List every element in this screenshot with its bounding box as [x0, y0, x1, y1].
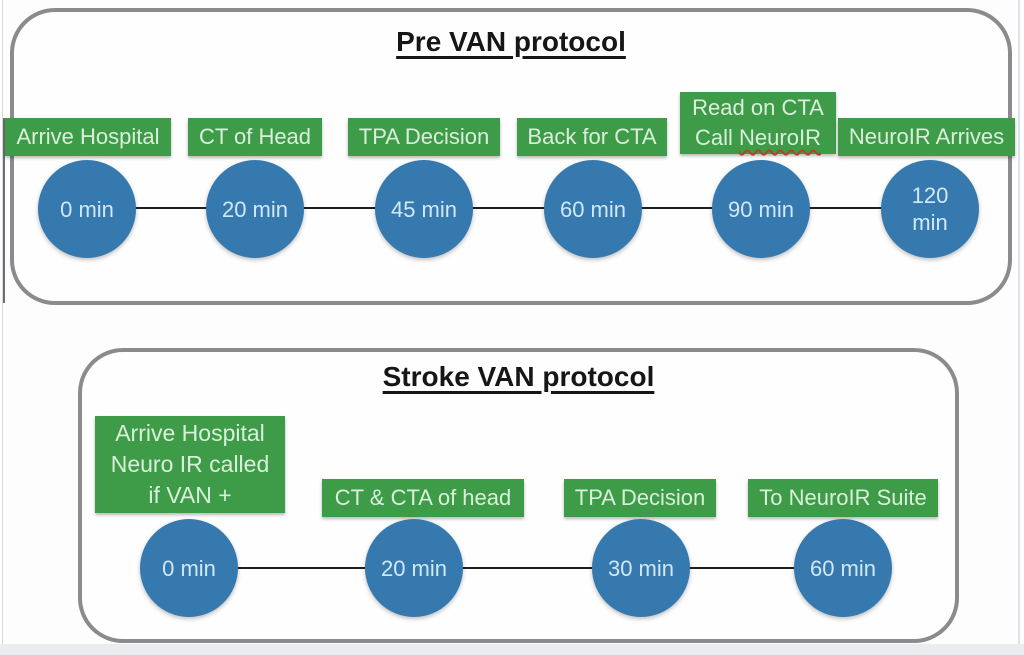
time-circle-0min: 0 min [38, 160, 136, 258]
label-line-3: if VAN + [148, 482, 232, 508]
label-line-1: Read on CTA [692, 95, 824, 120]
label-line-1: Arrive Hospital [115, 420, 265, 446]
pre-van-title: Pre VAN protocol [396, 26, 626, 57]
stroke-van-timeline-line [189, 567, 843, 569]
photo-edge-right [1018, 0, 1020, 655]
time-circle-45min: 45 min [375, 160, 473, 258]
photo-edge-left [2, 0, 3, 655]
station-label-ct-cta-of-head: CT & CTA of head [322, 479, 524, 517]
time-circle-van-60min: 60 min [794, 519, 892, 617]
label-line-2: Neuro IR called [110, 451, 270, 477]
station-label-neuroir-arrives: NeuroIR Arrives [838, 118, 1015, 156]
panel-pre-van-protocol: Pre VAN protocol [10, 8, 1012, 305]
station-label-to-neuroir-suite: To NeuroIR Suite [748, 479, 938, 517]
label-line-2: Call NeuroIR [695, 125, 821, 150]
pre-van-timeline-line [87, 207, 930, 209]
station-label-tpa-decision: TPA Decision [348, 118, 500, 156]
time-circle-20min: 20 min [206, 160, 304, 258]
time-circle-van-0min: 0 min [140, 519, 238, 617]
station-label-tpa-decision-van: TPA Decision [564, 479, 716, 517]
time-circle-120min: 120 min [881, 160, 979, 258]
photo-edge-left-shadow [3, 118, 5, 303]
time-circle-van-20min: 20 min [365, 519, 463, 617]
station-label-arrive-hospital-neuroir-called: Arrive Hospital Neuro IR called if VAN + [95, 416, 285, 513]
time-circle-van-30min: 30 min [592, 519, 690, 617]
time-circle-90min: 90 min [712, 160, 810, 258]
station-label-arrive-hospital: Arrive Hospital [5, 118, 171, 156]
station-label-back-for-cta: Back for CTA [517, 118, 667, 156]
neuroir-word-squiggle: NeuroIR [739, 125, 821, 150]
station-label-read-cta-call-neuroir: Read on CTA Call NeuroIR [680, 92, 836, 154]
station-label-ct-of-head: CT of Head [188, 118, 322, 156]
stroke-van-title: Stroke VAN protocol [382, 361, 655, 392]
time-circle-60min: 60 min [544, 160, 642, 258]
photo-edge-bottom [0, 644, 1024, 655]
